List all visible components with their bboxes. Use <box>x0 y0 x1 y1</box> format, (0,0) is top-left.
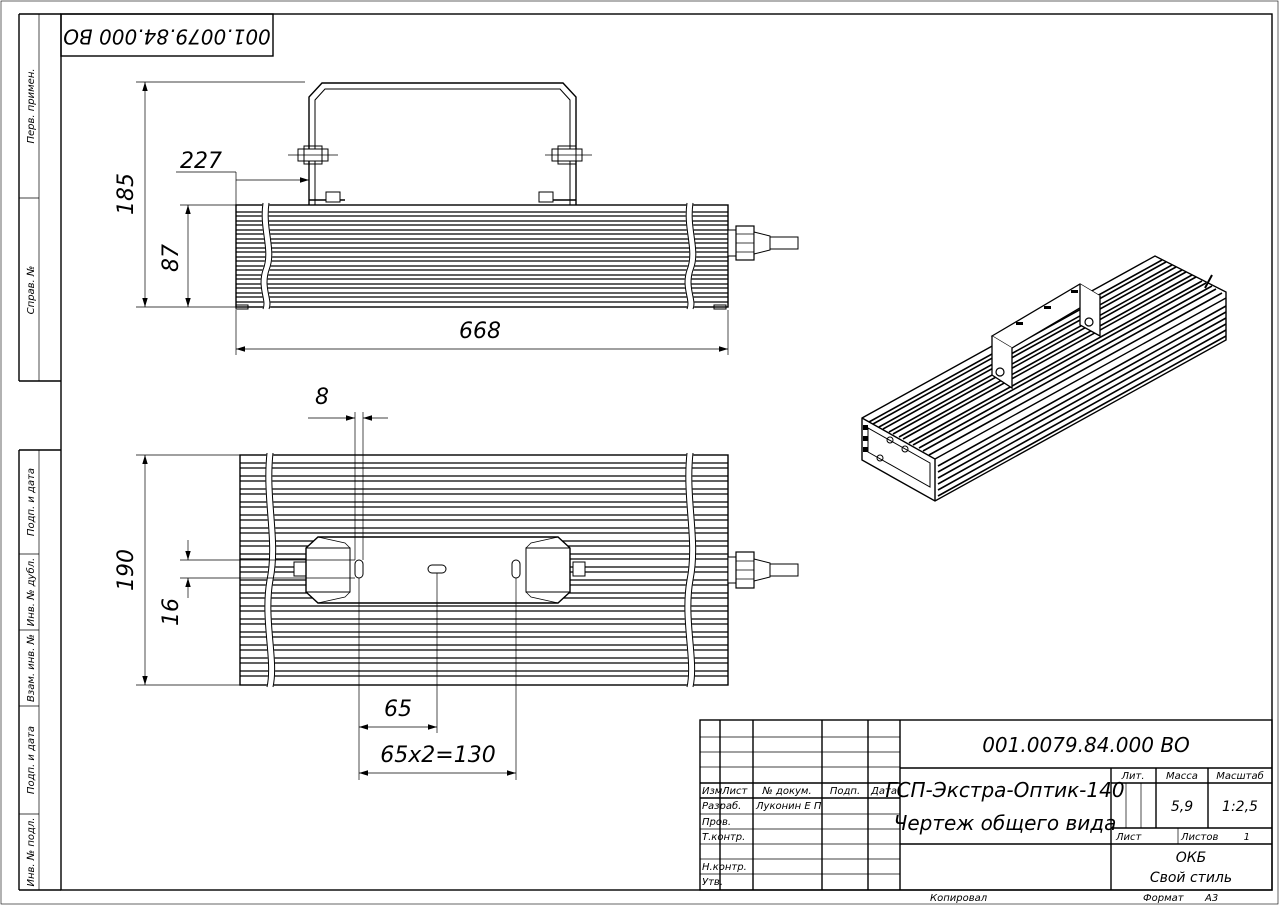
tb-header-doc-no: № докум. <box>761 786 811 797</box>
footer-format-value: А3 <box>1204 893 1218 904</box>
side-label-sprav-no: Справ. № <box>26 266 37 315</box>
front-view-dimensions: 185 87 227 668 <box>114 81 729 355</box>
tb-product-name: ГСП-Экстра-Оптик-140 <box>885 778 1124 802</box>
tb-lit-label: Лит. <box>1120 771 1144 782</box>
tb-mass-value: 5,9 <box>1171 799 1193 815</box>
dim-slot-width: 8 <box>315 385 329 410</box>
front-view-ribs <box>236 211 728 303</box>
tb-org-line1: ОКБ <box>1176 850 1207 866</box>
tb-role-norm-control: Н.контр. <box>702 862 747 873</box>
rotated-code-box: 001.0079.84.000 ВО <box>60 13 274 57</box>
tb-role-developer: Разраб. <box>702 800 741 812</box>
side-label-inv-dubl: Инв. № дубл. <box>25 558 37 626</box>
side-label-inv-podl: Инв. № подл. <box>26 818 37 887</box>
sheet-footer: Копировал Формат А3 <box>930 893 1218 904</box>
tb-scale-label: Масштаб <box>1216 770 1264 782</box>
top-view-bracket <box>293 536 586 604</box>
side-label-perv-primen: Перв. примен. <box>26 68 37 143</box>
side-label-podp-data-1: Подп. и дата <box>26 468 37 536</box>
footer-format-label: Формат <box>1143 893 1185 904</box>
isometric-side-ribs <box>937 305 1227 497</box>
tb-developer-name: Луконин Е П <box>755 801 822 812</box>
dim-pitch-total: 65х2=130 <box>380 743 495 768</box>
dim-width: 190 <box>114 549 139 591</box>
front-view <box>235 82 799 311</box>
tb-header-list: Лист <box>721 786 749 797</box>
side-label-vzam-inv: Взам. инв. № <box>26 634 37 702</box>
side-column-labels: Перв. примен. Справ. № Подп. и дата Инв.… <box>25 68 37 886</box>
top-view-dimensions: 190 16 8 65 65х2=130 <box>114 385 517 780</box>
footer-copied: Копировал <box>930 893 988 904</box>
tb-org-line2: Свой стиль <box>1150 870 1232 886</box>
dim-body-height: 87 <box>159 244 184 272</box>
tb-header-date: Дата <box>870 786 897 797</box>
top-view <box>239 452 799 688</box>
tb-scale-value: 1:2,5 <box>1222 799 1258 815</box>
rotated-doc-code: 001.0079.84.000 ВО <box>63 25 271 49</box>
tb-doc-title: Чертеж общего вида <box>894 811 1117 835</box>
isometric-view <box>861 255 1227 502</box>
dim-slot-height: 16 <box>159 598 184 626</box>
tb-sheet-label: Лист <box>1115 832 1143 843</box>
dim-length: 668 <box>459 319 501 344</box>
tb-role-tech-control: Т.контр. <box>702 832 745 843</box>
side-label-podp-data-2: Подп. и дата <box>26 726 37 794</box>
tb-sheets-label: Листов <box>1180 832 1218 843</box>
tb-sheets-value: 1 <box>1244 832 1250 843</box>
dim-total-height: 185 <box>114 173 139 215</box>
tb-header-sign: Подп. <box>830 786 860 797</box>
tb-role-checker: Пров. <box>702 817 731 828</box>
tb-role-approved: Утв. <box>702 877 723 888</box>
dim-pitch: 65 <box>384 697 412 722</box>
tb-header-izm: Изм <box>702 786 723 797</box>
tb-mass-label: Масса <box>1166 771 1198 782</box>
tb-doc-number: 001.0079.84.000 ВО <box>982 733 1190 757</box>
title-block: 001.0079.84.000 ВО Изм Лист № докум. Под… <box>699 719 1273 891</box>
dim-bracket-offset: 227 <box>180 149 222 174</box>
